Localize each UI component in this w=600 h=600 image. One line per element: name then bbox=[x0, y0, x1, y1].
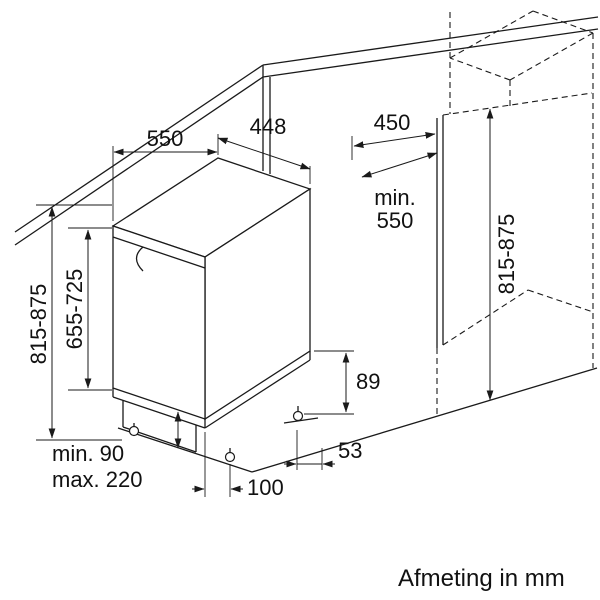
label-appliance-depth: 550 bbox=[147, 126, 184, 151]
dim-niche-height: 815-875 bbox=[486, 108, 519, 401]
appliance-foot bbox=[292, 410, 304, 422]
label-door-height: 655-725 bbox=[62, 269, 87, 350]
door-top-edge bbox=[112, 236, 206, 269]
label-appliance-width: 448 bbox=[250, 114, 287, 139]
niche-dashed-outline bbox=[436, 10, 594, 414]
dim-feet-inset-100: 100 bbox=[192, 432, 284, 500]
dim-appliance-height: 815-875 bbox=[26, 204, 122, 441]
dim-niche-depth-min-550: min. 550 bbox=[361, 152, 438, 233]
worktop-lines bbox=[14, 16, 599, 246]
appliance-foot bbox=[224, 451, 236, 463]
appliance-front-face bbox=[112, 225, 206, 420]
label-appliance-height: 815-875 bbox=[26, 284, 51, 365]
dim-width-448: 448 bbox=[217, 114, 311, 184]
label-plinth-max: max. 220 bbox=[52, 467, 143, 492]
dim-niche-width-450: 450 bbox=[351, 110, 436, 160]
dim-offset-53: 53 bbox=[284, 430, 362, 470]
appliance-outline bbox=[111, 157, 312, 463]
label-niche-depth-prefix: min. bbox=[374, 185, 416, 210]
label-feet-inset: 100 bbox=[247, 475, 284, 500]
appliance-feet bbox=[128, 406, 304, 463]
label-rear-base-height: 89 bbox=[356, 369, 380, 394]
appliance-foot bbox=[128, 425, 140, 437]
label-rear-offset: 53 bbox=[338, 438, 362, 463]
label-niche-width: 450 bbox=[374, 110, 411, 135]
caption-units: Afmeting in mm bbox=[398, 565, 565, 592]
door-handle-arc bbox=[135, 246, 144, 272]
label-niche-height: 815-875 bbox=[494, 214, 519, 295]
label-niche-depth-value: 550 bbox=[377, 208, 414, 233]
dim-plinth-height: min. 90 max. 220 bbox=[52, 411, 182, 492]
dim-door-height: 655-725 bbox=[62, 227, 112, 391]
dim-depth-550: 550 bbox=[112, 126, 219, 221]
dim-base-height-89: 89 bbox=[304, 350, 380, 415]
label-plinth-min: min. 90 bbox=[52, 441, 124, 466]
